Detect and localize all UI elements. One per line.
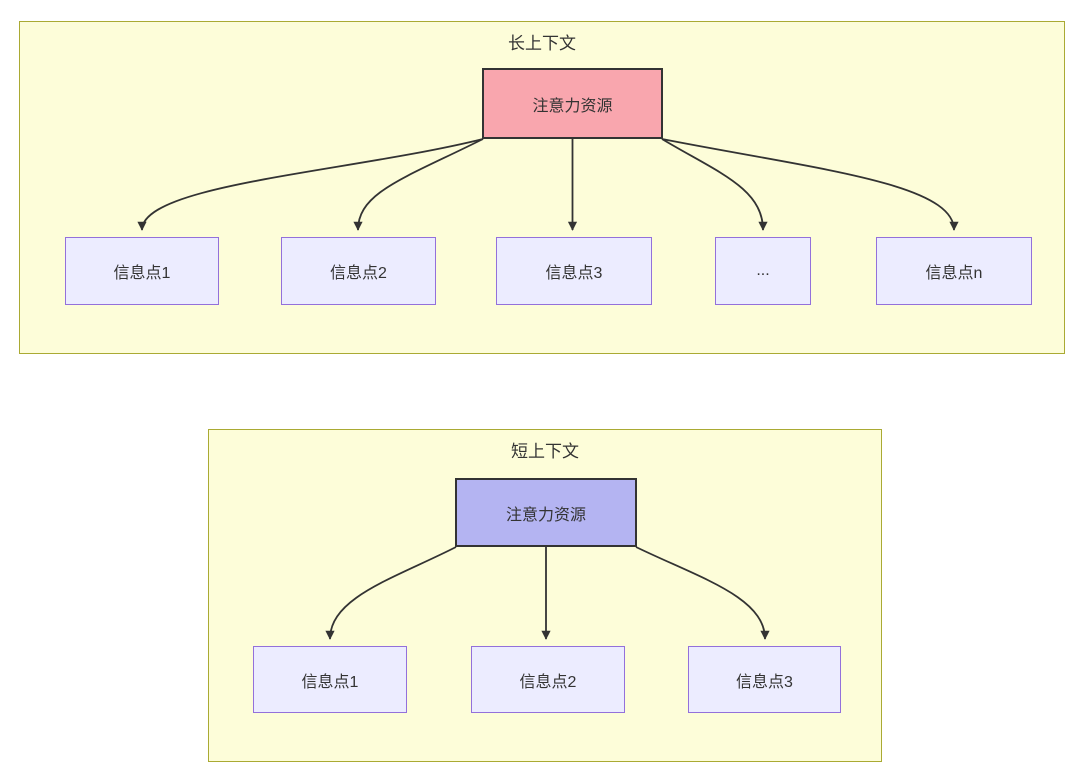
long-info-label-n: 信息点n bbox=[925, 265, 983, 282]
long-info-label-3: 信息点3 bbox=[545, 265, 603, 282]
short-attention-label: 注意力资源 bbox=[505, 506, 586, 524]
short-info-node-1: 信息点1 bbox=[253, 646, 407, 713]
long-info-node-n: 信息点n bbox=[876, 237, 1032, 305]
short-context-title: 短上下文 bbox=[511, 442, 579, 461]
long-info-label-ellipsis: ... bbox=[756, 262, 770, 279]
long-attention-node: 注意力资源 bbox=[482, 68, 663, 139]
short-info-node-3: 信息点3 bbox=[688, 646, 841, 713]
edge-short-attention-to-3 bbox=[635, 546, 770, 640]
short-info-node-2: 信息点2 bbox=[471, 646, 625, 713]
long-attention-label: 注意力资源 bbox=[532, 97, 613, 115]
long-info-label-1: 信息点1 bbox=[113, 265, 171, 282]
long-info-label-2: 信息点2 bbox=[330, 265, 387, 282]
long-info-node-3: 信息点3 bbox=[496, 237, 652, 305]
short-info-label-3: 信息点3 bbox=[736, 673, 793, 691]
edge-long-attention-to-2 bbox=[353, 138, 484, 231]
edge-long-attention-to-dots bbox=[661, 138, 768, 231]
edge-short-attention-to-1 bbox=[325, 546, 457, 640]
edge-long-attention-to-n bbox=[661, 138, 959, 231]
long-context-title: 长上下文 bbox=[508, 34, 576, 53]
long-info-node-ellipsis: ... bbox=[715, 237, 811, 305]
short-info-label-2: 信息点2 bbox=[519, 673, 577, 691]
long-info-node-2: 信息点2 bbox=[281, 237, 436, 305]
edge-long-attention-to-1 bbox=[137, 138, 484, 231]
long-info-node-1: 信息点1 bbox=[65, 237, 219, 305]
short-attention-node: 注意力资源 bbox=[455, 478, 637, 547]
short-info-label-1: 信息点1 bbox=[301, 673, 359, 691]
